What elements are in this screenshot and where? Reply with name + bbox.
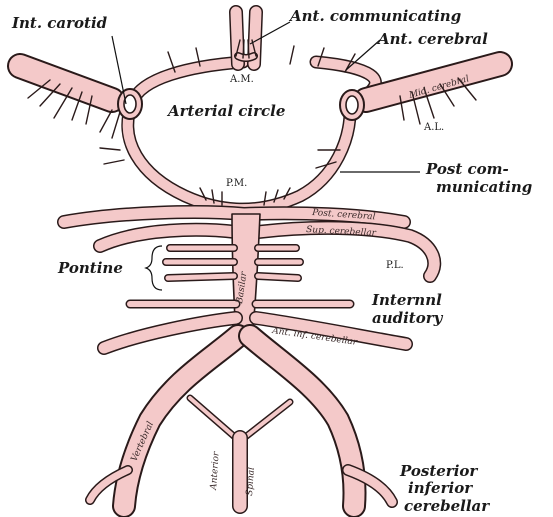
label-internal-auditory-2: auditory [372,309,444,327]
pontine-bracket [146,246,162,290]
label-int-carotid: Int. carotid [11,14,108,32]
label-am: A.M. [229,74,254,85]
pontine-branches-left [166,248,234,278]
label-posterior-inferior-1: Posterior [399,462,478,480]
label-post-communicating-2: municating [436,178,532,196]
label-pl: P.L. [386,260,404,271]
label-posterior-inferior-3: cerebellar [404,497,490,515]
label-arterial-circle: Arterial circle [166,102,285,120]
pontine-branches-right [258,248,300,278]
label-spinal: Spinal [245,467,257,497]
label-ant-cerebral: Ant. cerebral [376,30,488,48]
anterior-cerebral-arteries [236,12,256,64]
label-anterior: Anterior [209,451,222,491]
label-pontine: Pontine [57,259,123,277]
left-small-branches [100,110,124,164]
label-post-communicating-1: Post com- [425,160,509,178]
label-pm: P.M. [226,178,247,189]
label-internal-auditory-1: Internnl [371,291,442,309]
label-ant-communicating: Ant. communicating [288,7,461,25]
label-posterior-inferior-2: inferior [408,479,473,497]
anterior-spinal-artery [190,398,290,506]
label-al: A.L. [423,122,444,133]
